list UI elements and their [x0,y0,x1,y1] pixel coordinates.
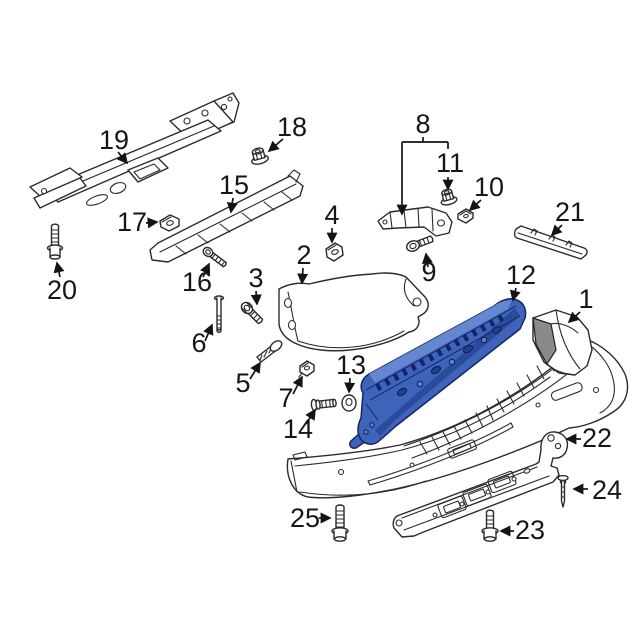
part-9-bolt [405,235,434,252]
part-20-bolt [46,223,64,260]
part-label-6: 6 [191,328,206,358]
part-label-1: 1 [578,284,593,314]
part-5-tree-clip [256,340,283,363]
leader-3 [250,290,262,306]
part-label-10: 10 [474,172,504,202]
leader-1 [567,311,581,324]
leader-lines [53,137,588,537]
leader-5 [249,361,261,380]
leader-12 [509,287,521,302]
part-2-side-piece [278,272,429,352]
part-19-hitch-bar [29,92,240,209]
leader-6 [203,323,214,342]
part-label-16: 16 [182,267,212,297]
part-label-13: 13 [336,350,366,380]
part-23-bolt [481,509,499,542]
leader-14 [305,408,316,425]
leader-8-bracket [402,137,449,149]
part-11-nut [440,188,458,206]
part-3-bolt [240,301,264,325]
leader-20 [53,261,65,278]
leader-15 [226,197,238,214]
part-label-3: 3 [248,263,263,293]
part-lower-valance [392,431,569,538]
part-7-clip [298,360,315,378]
diagram-artwork [29,92,629,542]
leader-2 [297,267,309,285]
part-label-19: 19 [99,125,129,155]
leader-21 [550,224,563,237]
part-17-clip [159,214,180,232]
part-12-highlighted-reinforcement [349,298,527,449]
part-label-11: 11 [436,148,464,178]
part-10-clip [457,208,474,224]
part-label-18: 18 [277,112,307,142]
part-label-25: 25 [290,503,320,533]
part-14-push-pin [310,398,337,412]
part-label-22: 22 [582,423,612,453]
part-25-bolt [331,504,349,542]
leader-7 [292,375,303,395]
part-label-2: 2 [296,240,311,270]
part-label-8: 8 [415,109,430,139]
part-label-15: 15 [219,170,249,200]
leader-16 [200,262,211,278]
part-6-pin [213,295,225,333]
leader-13 [344,377,356,394]
part-label-12: 12 [506,260,536,290]
leader-17 [145,217,159,229]
part-21-step-molding [513,225,588,260]
part-16-screw [202,246,227,268]
part-label-23: 23 [515,515,545,545]
leader-18 [267,138,284,153]
part-24-screw [557,474,569,508]
part-label-7: 7 [278,383,293,413]
part-label-24: 24 [592,475,622,505]
part-label-21: 21 [555,197,585,227]
leader-9 [421,252,433,268]
part-8-bracket [377,206,453,237]
part-1-bumper-cover [286,338,629,499]
part-label-14: 14 [283,414,313,444]
part-label-17: 17 [117,207,147,237]
part-1-corner-cap [532,309,593,376]
part-label-9: 9 [421,257,436,287]
part-15-impact-strip [149,169,304,263]
part-13-grommet [341,394,357,412]
leader-10 [468,199,482,212]
part-label-4: 4 [324,200,339,230]
part-label-5: 5 [235,368,250,398]
part-label-20: 20 [47,275,77,305]
part-4-clip [325,242,344,262]
part-18-nut [251,147,270,165]
part-number-labels: 1 2 3 4 5 6 7 8 9 10 11 12 13 14 15 16 1… [47,109,622,545]
leader-19 [116,151,129,165]
